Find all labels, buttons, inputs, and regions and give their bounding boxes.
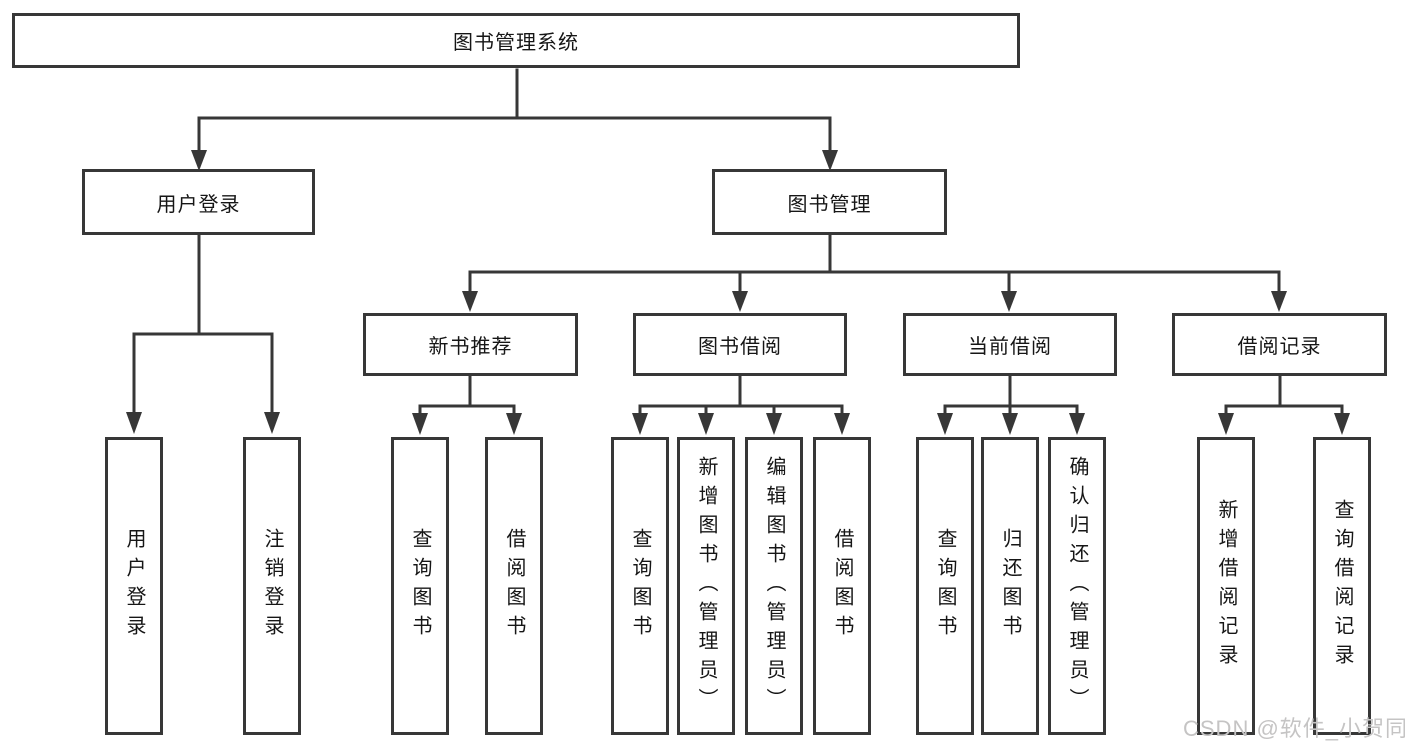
leaf-search-books-current: 查询图书 <box>916 437 974 735</box>
connector-current-borrowing-to-leaves <box>937 375 1085 435</box>
node-current-borrowing: 当前借阅 <box>903 313 1117 376</box>
node-current-borrowing-label: 当前借阅 <box>968 336 1052 358</box>
arrow-down-icon <box>834 413 850 435</box>
leaf-label: 用户登录 <box>123 528 145 644</box>
node-new-book-recommend: 新书推荐 <box>363 313 578 376</box>
leaf-label: 查询图书 <box>934 528 956 644</box>
arrow-down-icon <box>264 412 280 434</box>
leaf-borrow-books-borrowing: 借阅图书 <box>813 437 871 735</box>
node-root-label: 图书管理系统 <box>453 32 579 54</box>
leaf-label: 查询图书 <box>409 528 431 644</box>
leaf-label: 新增借阅记录 <box>1215 499 1237 673</box>
leaf-label: 编辑图书（管理员） <box>763 455 785 717</box>
leaf-user-login: 用户登录 <box>105 437 163 735</box>
leaf-add-books-admin: 新增图书（管理员） <box>677 437 735 735</box>
leaf-label: 注销登录 <box>261 528 283 644</box>
leaf-return-books: 归还图书 <box>981 437 1039 735</box>
leaf-confirm-return-admin: 确认归还（管理员） <box>1048 437 1106 735</box>
arrow-down-icon <box>462 291 478 312</box>
node-borrowing-records: 借阅记录 <box>1172 313 1387 376</box>
leaf-label: 查询借阅记录 <box>1331 499 1353 673</box>
arrow-down-icon <box>1069 413 1085 435</box>
arrow-down-icon <box>698 413 714 435</box>
arrow-down-icon <box>1001 291 1017 312</box>
connector-root-to-branches <box>191 68 838 171</box>
leaf-label: 新增图书（管理员） <box>695 455 717 717</box>
connector-new-book-recommend-to-leaves <box>412 375 522 435</box>
arrow-down-icon <box>506 413 522 435</box>
csdn-watermark: CSDN @软件_小贺同学 <box>1183 716 1405 741</box>
connector-book-borrowing-to-leaves <box>632 375 850 435</box>
node-root: 图书管理系统 <box>12 13 1020 68</box>
leaf-logout: 注销登录 <box>243 437 301 735</box>
arrow-down-icon <box>1218 413 1234 435</box>
leaf-label: 借阅图书 <box>503 528 525 644</box>
arrow-down-icon <box>632 413 648 435</box>
node-book-borrowing: 图书借阅 <box>633 313 847 376</box>
node-user-login: 用户登录 <box>82 169 315 235</box>
leaf-search-books-borrowing: 查询图书 <box>611 437 669 735</box>
leaf-label: 借阅图书 <box>831 528 853 644</box>
leaf-label: 确认归还（管理员） <box>1066 455 1088 717</box>
connector-book-management-to-sections <box>462 234 1287 312</box>
arrow-down-icon <box>1002 413 1018 435</box>
arrow-down-icon <box>937 413 953 435</box>
arrow-down-icon <box>191 150 207 171</box>
connector-user-login-to-leaves <box>126 234 280 434</box>
node-book-management-label: 图书管理 <box>787 193 872 216</box>
leaf-search-books-recommend: 查询图书 <box>391 437 449 735</box>
leaf-search-borrow-record: 查询借阅记录 <box>1313 437 1371 735</box>
node-borrowing-records-label: 借阅记录 <box>1237 336 1322 358</box>
arrow-down-icon <box>1271 291 1287 312</box>
arrow-down-icon <box>732 291 748 312</box>
arrow-down-icon <box>412 413 428 435</box>
arrow-down-icon <box>126 412 142 434</box>
arrow-down-icon <box>766 413 782 435</box>
node-new-book-recommend-label: 新书推荐 <box>428 336 513 358</box>
leaf-label: 查询图书 <box>629 528 651 644</box>
node-book-borrowing-label: 图书借阅 <box>698 336 782 358</box>
arrow-down-icon <box>1334 413 1350 435</box>
node-user-login-label: 用户登录 <box>156 193 241 216</box>
arrow-down-icon <box>822 150 838 171</box>
leaf-label: 归还图书 <box>999 528 1021 644</box>
leaf-add-borrow-record: 新增借阅记录 <box>1197 437 1255 735</box>
leaf-edit-books-admin: 编辑图书（管理员） <box>745 437 803 735</box>
node-book-management: 图书管理 <box>712 169 947 235</box>
connector-borrowing-records-to-leaves <box>1218 375 1350 435</box>
leaf-borrow-books-recommend: 借阅图书 <box>485 437 543 735</box>
